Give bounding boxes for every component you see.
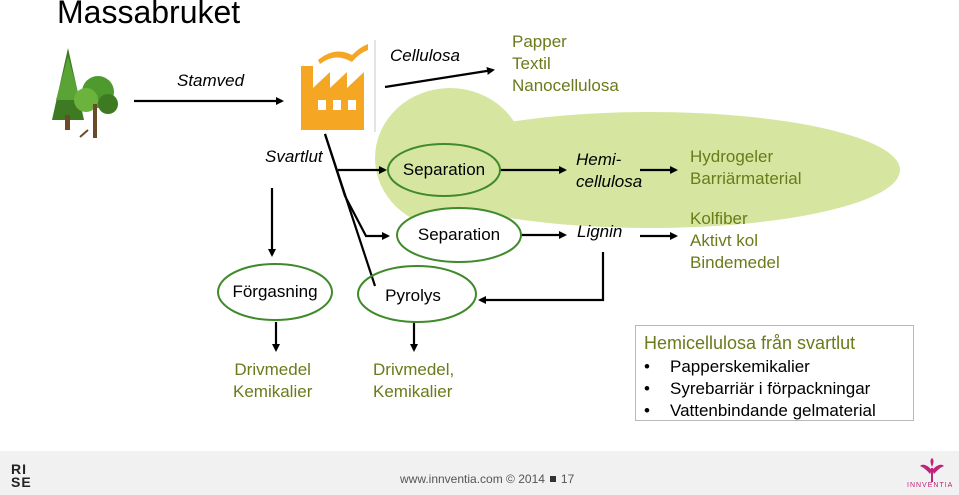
innventia-logo-text: INNVENTIA <box>907 482 954 489</box>
product-item: Kemikalier <box>373 382 453 401</box>
rise-logo: RI SE <box>11 461 37 490</box>
hemi-label-line1: Hemi- <box>576 150 622 169</box>
product-item: Kemikalier <box>233 382 313 401</box>
hemicellulosa-info-box: Hemicellulosa från svartlut •Papperskemi… <box>635 325 914 421</box>
product-item: Drivmedel <box>234 360 311 379</box>
pyrolys-ellipse <box>357 265 477 323</box>
forgasning-ellipse <box>217 263 333 321</box>
pyrolys-text: Pyrolys <box>385 286 441 305</box>
arrow-lignin-pyrolys <box>478 252 605 304</box>
info-box-list: •Papperskemikalier •Syrebarriär i förpac… <box>644 356 876 422</box>
arrow-factory-pyrolys <box>323 133 377 287</box>
product-item: Kolfiber <box>690 209 748 228</box>
product-list-lignin: Kolfiber Aktivt kol Bindemedel <box>690 208 780 274</box>
product-list-hemicellulosa: Hydrogeler Barriärmaterial <box>690 146 801 190</box>
footer-page-number: 17 <box>560 472 575 486</box>
product-list-pyrolys: Drivmedel, Kemikalier <box>373 359 454 403</box>
arrow-cellulosa <box>384 66 495 89</box>
footer-copyright: www.innventia.com © 2014 <box>400 472 545 486</box>
product-item: Bindemedel <box>690 253 780 272</box>
product-item: Hydrogeler <box>690 147 774 166</box>
tree-icon <box>52 48 118 138</box>
list-item: •Syrebarriär i förpackningar <box>644 379 871 398</box>
innventia-logo-icon <box>920 458 944 482</box>
product-item: Textil <box>512 54 551 73</box>
product-item: Aktivt kol <box>690 231 759 250</box>
product-item: Barriärmaterial <box>690 169 802 188</box>
product-item: Papper <box>512 32 567 51</box>
product-item: Nanocellulosa <box>512 76 619 95</box>
footer-text: www.innventia.com © 2014 17 <box>400 472 574 486</box>
rise-logo-text: RI SE <box>11 461 32 490</box>
separation-top-ellipse <box>387 143 501 197</box>
separation-top-text: Separation <box>402 160 486 179</box>
factory-icon <box>301 44 368 130</box>
page-title: Massabruket <box>57 0 241 30</box>
cellulosa-label: Cellulosa <box>390 46 460 65</box>
hemi-label-line2: cellulosa <box>576 172 643 191</box>
list-item: •Papperskemikalier <box>644 357 810 376</box>
info-box-heading: Hemicellulosa från svartlut <box>644 333 856 353</box>
product-item: Drivmedel, <box>373 360 455 379</box>
product-list-cellulosa: Papper Textil Nanocellulosa <box>512 31 619 97</box>
lignin-label: Lignin <box>577 222 623 241</box>
footer-square-icon <box>549 476 556 482</box>
product-list-forgasning: Drivmedel Kemikalier <box>233 359 312 403</box>
stamved-label: Stamved <box>177 71 245 90</box>
forgasning-text: Förgasning <box>232 282 318 301</box>
list-item: •Vattenbindande gelmaterial <box>644 401 876 420</box>
svartlut-label: Svartlut <box>265 147 323 166</box>
separation-bottom-ellipse <box>396 207 522 263</box>
footer-bar <box>0 451 959 495</box>
separation-bottom-text: Separation <box>417 225 501 244</box>
